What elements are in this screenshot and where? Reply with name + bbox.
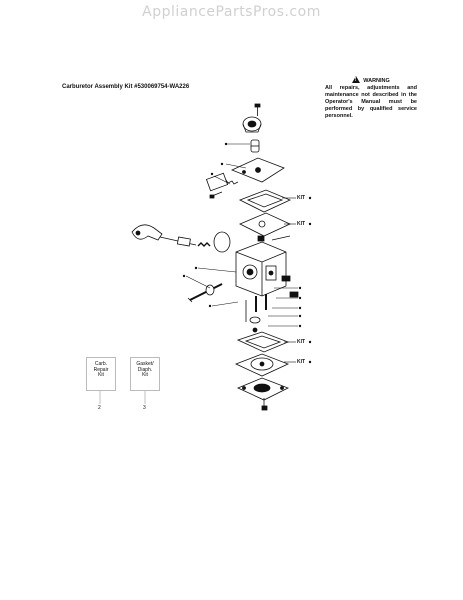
reference-dots <box>182 142 312 364</box>
kit-callout-1: KIT <box>297 195 306 201</box>
kit-line: Carb. <box>94 361 108 367</box>
spring-left <box>205 172 239 199</box>
adjusting-needles <box>255 275 299 312</box>
cover-plate <box>230 157 285 183</box>
kit-number: 2 <box>98 405 101 411</box>
kit-callout-2: KIT <box>297 221 306 227</box>
gasket-2 <box>236 331 290 353</box>
leader-lines <box>185 143 298 363</box>
metering-lever <box>245 300 261 333</box>
bottom-cover <box>237 377 289 401</box>
warning-notice: WARNING All repairs, adjustments and mai… <box>325 76 417 120</box>
gasket-diaphragm-kit-box: Gasket/ Diaph. Kit <box>130 357 160 391</box>
kit-line: Kit <box>98 372 104 378</box>
carburetor-body <box>235 241 287 297</box>
top-screw <box>254 103 261 116</box>
kit-line: Gasket/ <box>136 361 154 367</box>
bushing <box>250 139 260 153</box>
pin-right <box>257 235 291 242</box>
warning-text: All repairs, adjustments and maintenance… <box>325 85 417 119</box>
watermark-text: AppliancePartsPros.com <box>142 4 321 20</box>
throttle-plate <box>197 231 231 253</box>
carb-repair-kit-box: Carb. Repair Kit <box>86 357 116 391</box>
diagram-title: Carburetor Assembly Kit #530069754-WA226 <box>62 84 190 90</box>
kit-box-leaders <box>99 390 146 404</box>
throttle-lever <box>131 224 197 247</box>
gasket-1 <box>239 189 291 213</box>
kit-line: Diaph. <box>137 366 153 373</box>
kit-callout-3: KIT <box>297 339 306 345</box>
bottom-screw <box>261 398 268 411</box>
warning-triangle-icon <box>352 76 361 84</box>
diaphragm-1 <box>239 212 291 237</box>
choke-cap <box>242 116 262 133</box>
warning-heading: WARNING <box>363 78 390 84</box>
idle-screw <box>187 283 223 303</box>
kit-line: Repair <box>93 366 109 373</box>
kit-line: Kit <box>142 372 148 378</box>
kit-number: 3 <box>143 405 146 411</box>
kit-callout-4: KIT <box>297 359 306 365</box>
diaphragm-2 <box>234 353 290 377</box>
